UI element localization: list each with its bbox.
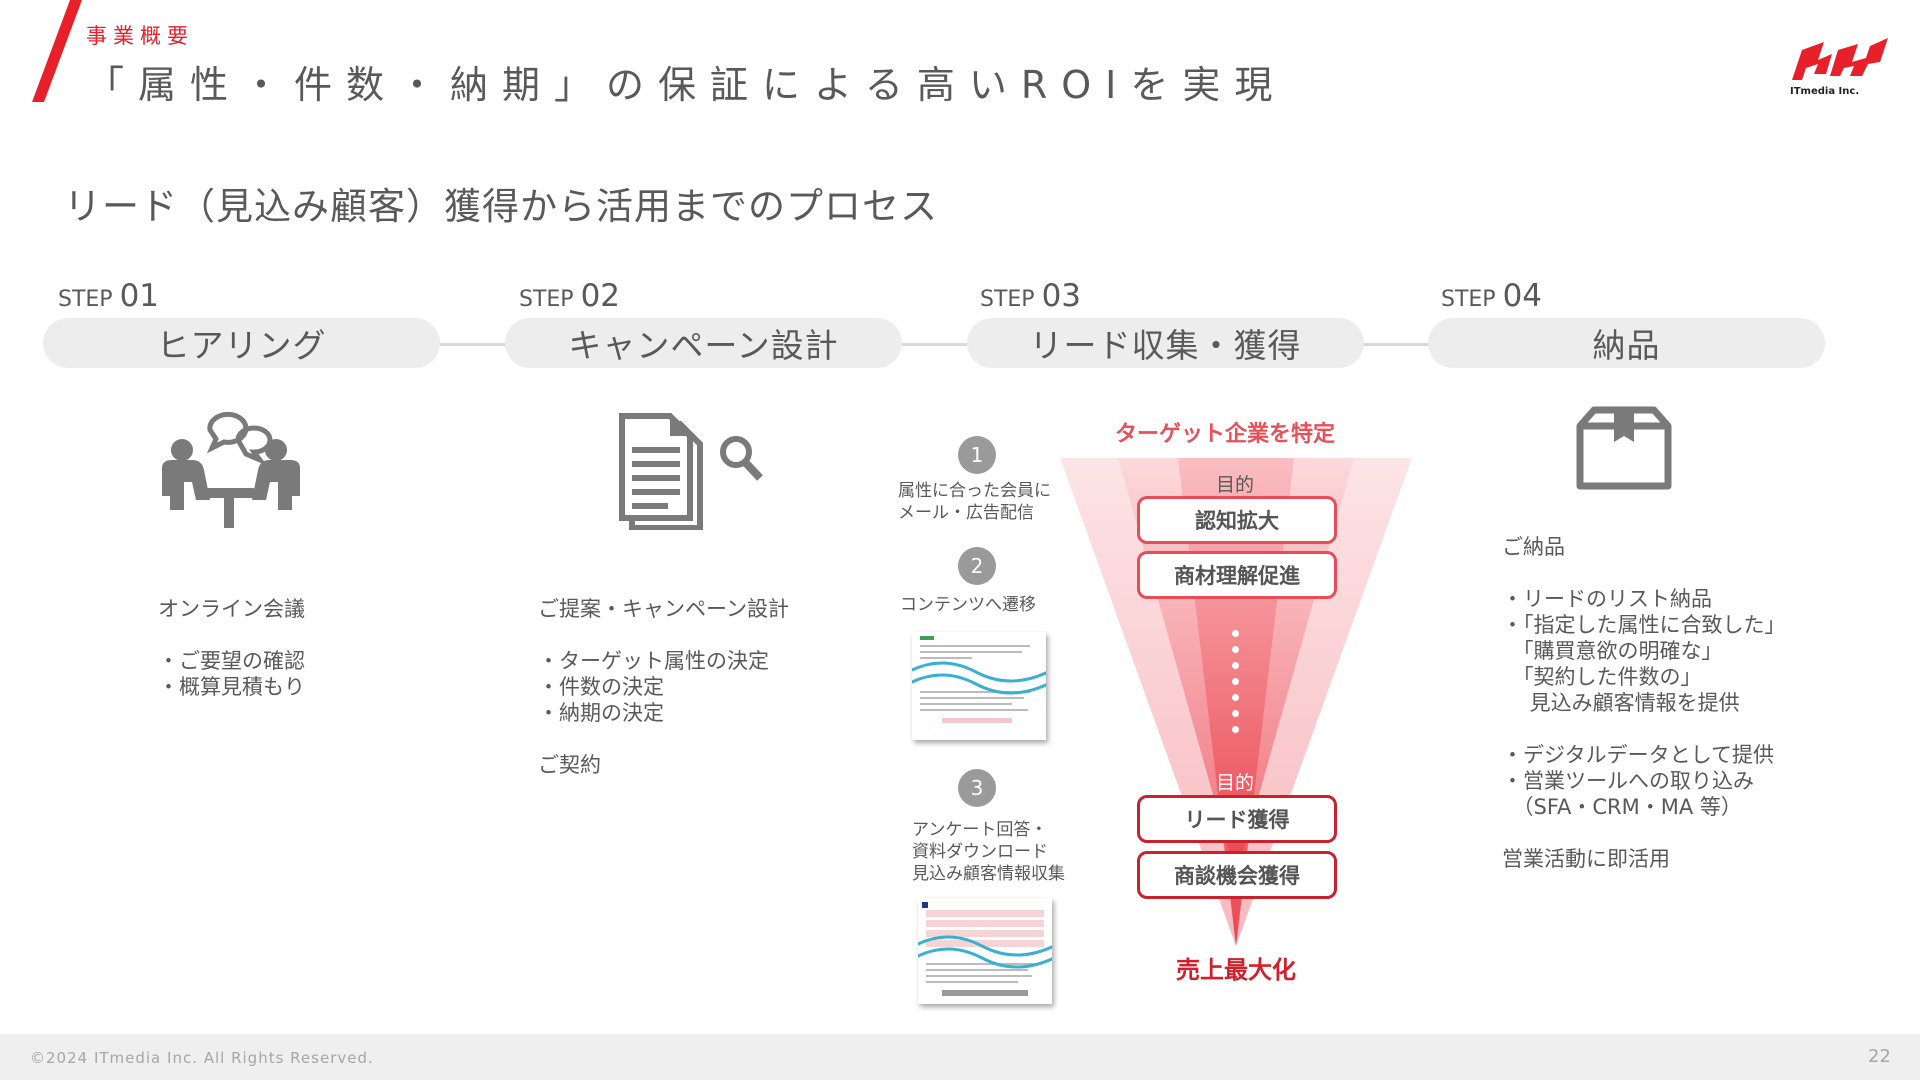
step-pill-lead-collection: リード収集・獲得 — [967, 318, 1364, 368]
step-label-03: STEP 03 — [980, 278, 1082, 314]
goal-awareness-box: 認知拡大 — [1137, 496, 1337, 544]
page-number: 22 — [1868, 1046, 1891, 1067]
step-pill-campaign-design: キャンペーン設計 — [505, 318, 902, 368]
funnel-dot — [1232, 694, 1239, 701]
funnel-result: 売上最大化 — [1176, 956, 1296, 984]
survey-form-thumbnail — [918, 898, 1052, 1004]
copyright: ©2024 ITmedia Inc. All Rights Reserved. — [30, 1049, 374, 1067]
step-label-01: STEP 01 — [58, 278, 160, 314]
step-pill-hearing: ヒアリング — [43, 318, 440, 368]
page-title: 「属性・件数・納期」の保証による高いROIを実現 — [86, 63, 1287, 107]
step3-item1-number: 1 — [958, 436, 996, 474]
goal-product-understanding-box: 商材理解促進 — [1137, 551, 1337, 599]
step-connector — [900, 343, 970, 346]
goal-business-opportunity-box: 商談機会獲得 — [1137, 851, 1337, 899]
itmedia-logo — [1792, 38, 1888, 80]
funnel-dot — [1232, 646, 1239, 653]
funnel-dot — [1232, 662, 1239, 669]
step3-item3-number: 3 — [958, 769, 996, 807]
goal-lead-acquisition-box: リード獲得 — [1137, 795, 1337, 843]
step3-item1-text: 属性に合った会員に メール・広告配信 — [898, 481, 1051, 523]
step02-description: ご提案・キャンペーン設計 ・ターゲット属性の決定 ・件数の決定 ・納期の決定 ご… — [538, 597, 789, 777]
funnel-heading: ターゲット企業を特定 — [1115, 422, 1336, 447]
step-label-04: STEP 04 — [1441, 278, 1543, 314]
funnel-dot — [1232, 726, 1239, 733]
logo-wordmark: ITmedia Inc. — [1790, 86, 1860, 97]
funnel-purpose-bottom: 目的 — [1216, 772, 1255, 794]
meeting-icon — [162, 411, 300, 528]
funnel-dot — [1232, 630, 1239, 637]
document-search-icon — [619, 413, 763, 530]
step04-description: ご納品 ・リードのリスト納品 ・「指定した属性に合致した」 「購買意欲の明確な」… — [1502, 535, 1786, 871]
funnel-dot — [1232, 710, 1239, 717]
step3-item2-text: コンテンツへ遷移 — [900, 595, 1036, 615]
step-pill-delivery: 納品 — [1428, 318, 1825, 368]
step-connector — [438, 343, 508, 346]
funnel-purpose-top: 目的 — [1216, 474, 1255, 496]
process-subtitle: リード（見込み顧客）獲得から活用までのプロセス — [64, 185, 938, 228]
footer-bar — [0, 1034, 1920, 1080]
step01-description: オンライン会議 ・ご要望の確認 ・概算見積もり — [158, 597, 305, 699]
accent-slash — [32, 0, 82, 102]
package-box-icon — [1576, 406, 1672, 490]
step3-item2-number: 2 — [958, 547, 996, 585]
step-connector — [1362, 343, 1432, 346]
section-label: 事業概要 — [86, 24, 194, 48]
step-label-02: STEP 02 — [519, 278, 621, 314]
funnel-dot — [1232, 678, 1239, 685]
content-page-thumbnail — [912, 632, 1046, 740]
step3-item3-text: アンケート回答・ 資料ダウンロード 見込み顧客情報収集 — [912, 820, 1065, 884]
